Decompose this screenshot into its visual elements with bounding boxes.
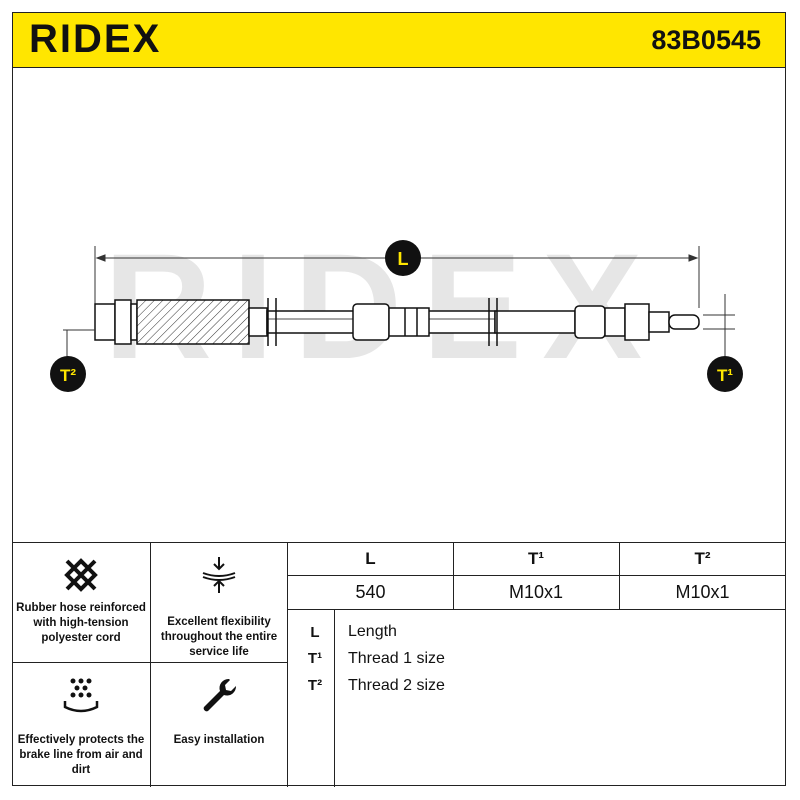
feature-text: Rubber hose reinforced with high-tension… — [16, 602, 146, 644]
spec-header-thread1: T¹ — [527, 549, 545, 568]
legend-desc: Thread 2 size — [348, 677, 445, 694]
legend-key: T² — [307, 677, 323, 694]
legend-key: T¹ — [307, 650, 323, 667]
dots-shield-icon — [63, 678, 99, 713]
length-badge-label: L — [398, 249, 409, 269]
part-number: 83B0545 — [651, 25, 761, 55]
t2-badge-label: T² — [60, 366, 76, 385]
length-badge — [385, 240, 421, 276]
break-marks — [267, 298, 498, 346]
feature-text: Excellent flexibility throughout the ent… — [160, 616, 278, 658]
hose-assembly — [94, 299, 700, 345]
table-rule — [288, 609, 786, 610]
feature-polyester-cord: Rubber hose reinforced with high-tension… — [12, 543, 151, 663]
spec-value-thread1: M10x1 — [508, 582, 564, 602]
table-rule — [619, 543, 620, 609]
flex-arrows-icon — [202, 557, 236, 593]
feature-installation: Easy installation — [151, 663, 288, 787]
feature-text: Easy installation — [173, 734, 265, 746]
t2-badge — [50, 356, 86, 392]
bottom-section: Rubber hose reinforced with high-tension… — [12, 542, 786, 787]
t1-badge-label: T¹ — [717, 366, 733, 385]
t2-dimension — [63, 329, 95, 358]
brand-logo: RIDEX — [29, 17, 162, 61]
wrench-icon — [203, 678, 237, 712]
feature-protection: Effectively protects the brake line from… — [12, 663, 151, 787]
spec-value-thread2: M10x1 — [675, 582, 730, 602]
spec-header-length: L — [365, 549, 376, 568]
table-rule — [453, 543, 454, 609]
legend-desc: Thread 1 size — [348, 650, 445, 667]
legend-key: L — [310, 624, 320, 641]
hose-drawing: RIDEX L — [50, 222, 743, 392]
legend-desc: Length — [348, 623, 397, 640]
feature-text: Effectively protects the brake line from… — [17, 734, 145, 776]
feature-flexibility: Excellent flexibility throughout the ent… — [151, 543, 288, 663]
t1-dimension — [703, 294, 735, 356]
t1-badge — [707, 356, 743, 392]
spec-value-length: 540 — [355, 582, 386, 602]
mesh-cross-icon — [64, 558, 98, 592]
legend-rule — [334, 609, 335, 787]
table-rule — [288, 575, 786, 576]
spec-header-thread2: T² — [694, 549, 711, 568]
header-bar: RIDEX 83B0545 — [12, 12, 786, 68]
